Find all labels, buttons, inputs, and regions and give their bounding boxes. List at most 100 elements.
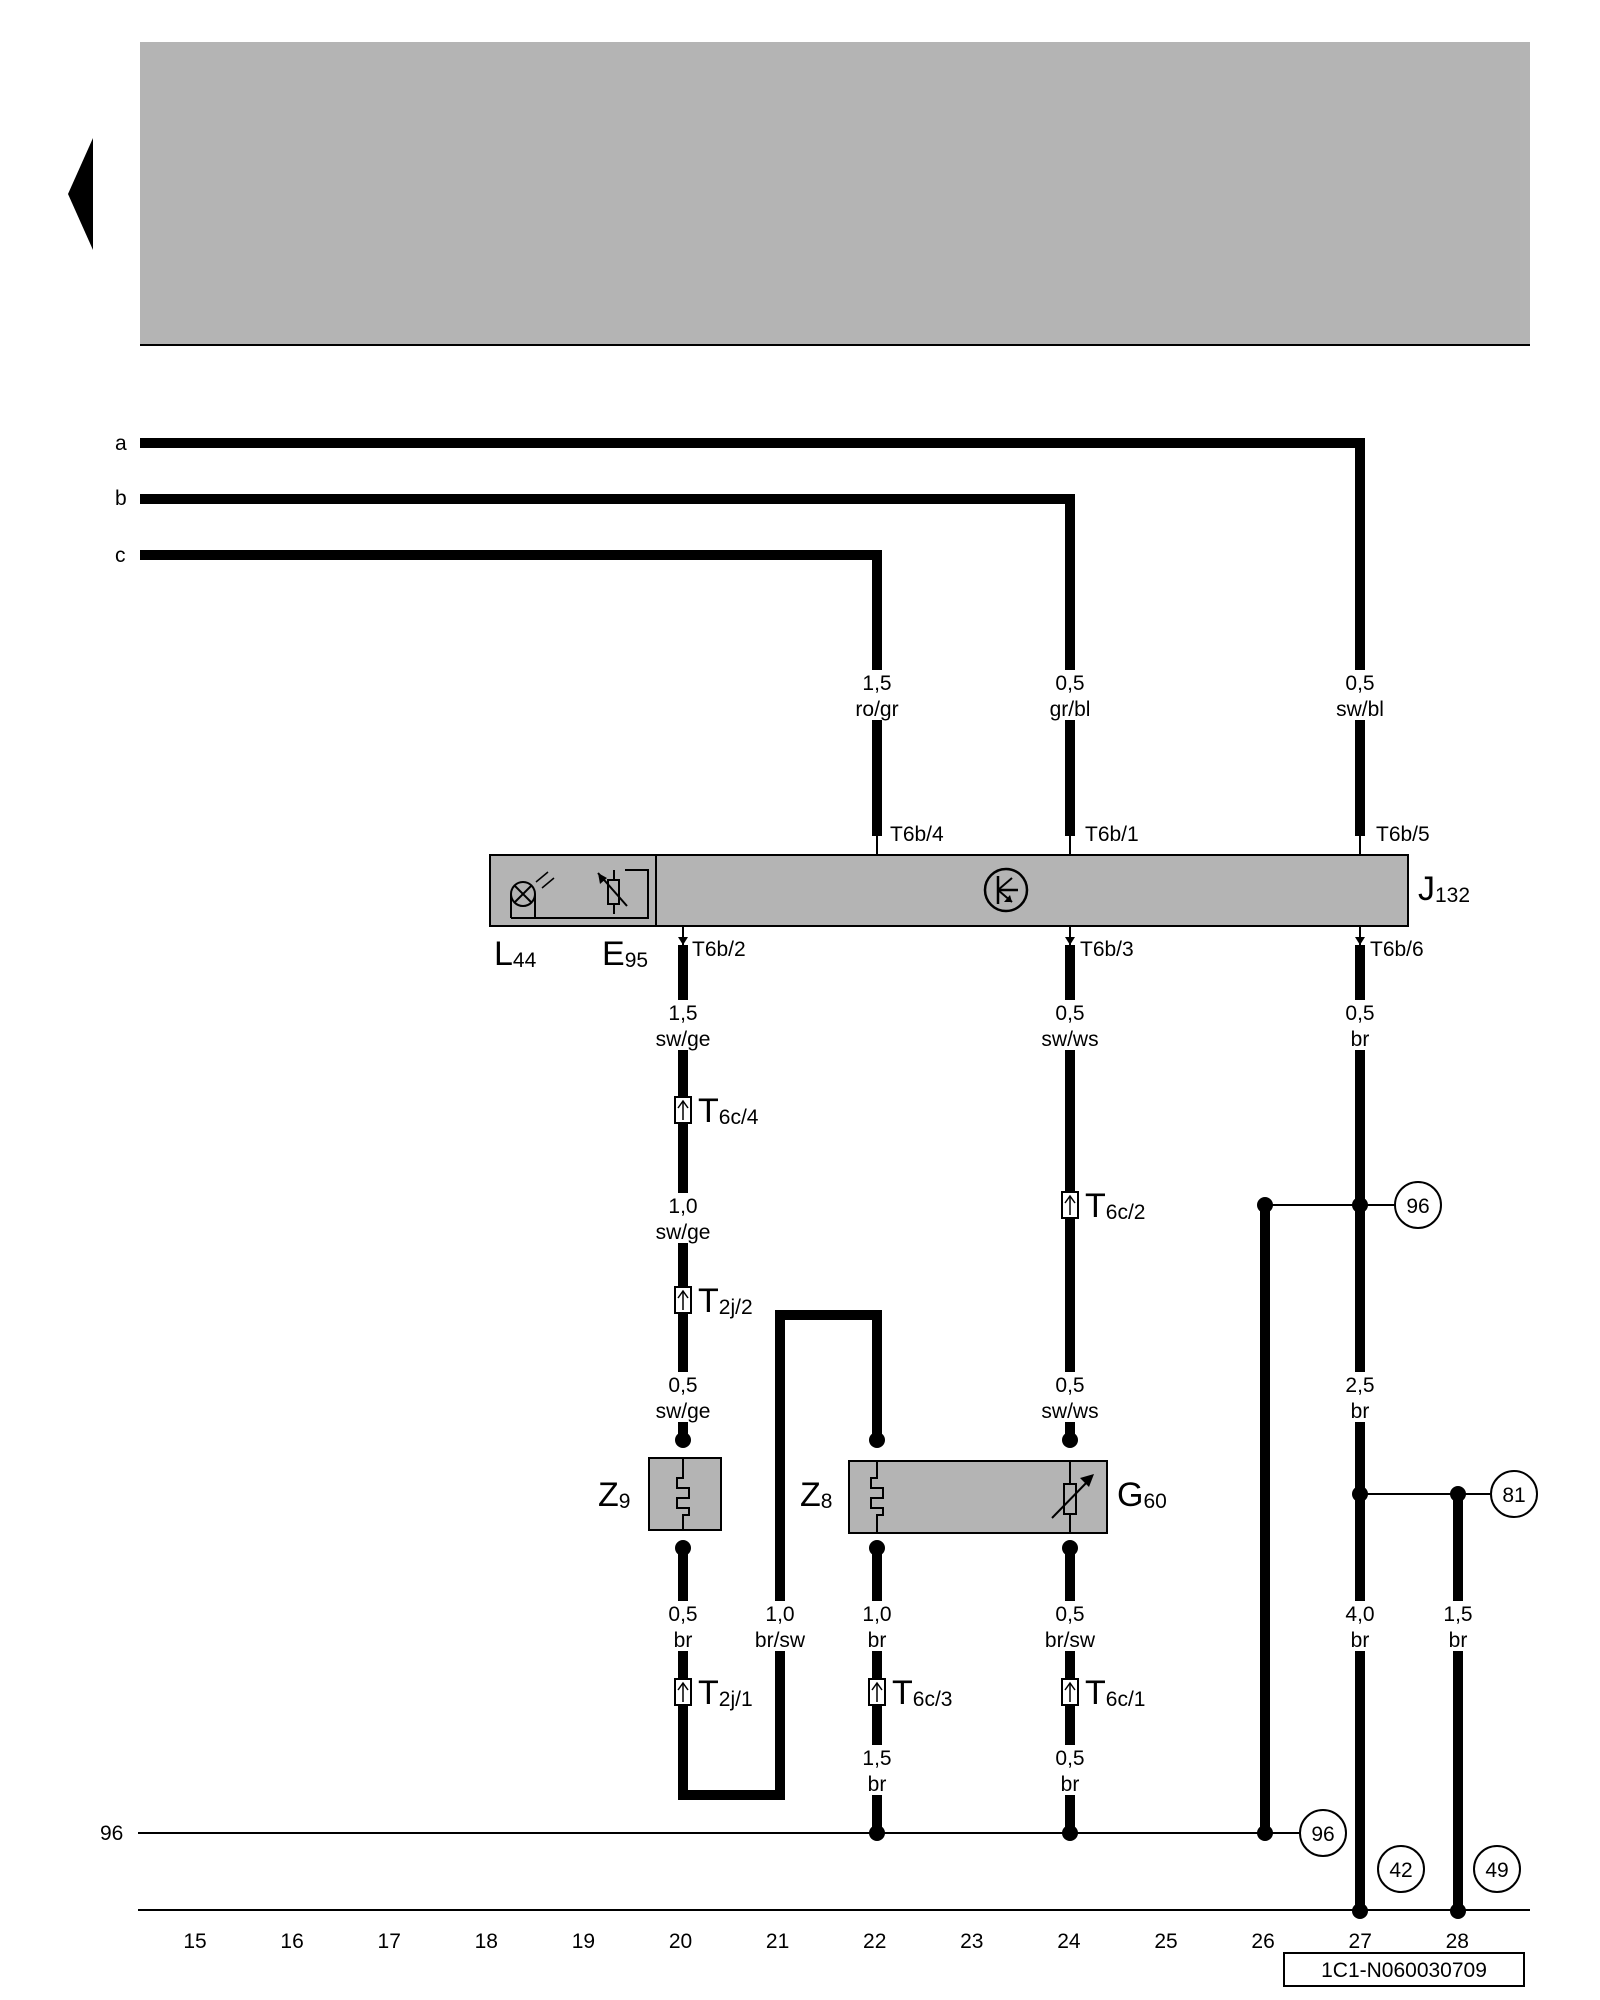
wire-color-label: ro/gr (855, 698, 898, 721)
wire-label-bg (843, 670, 911, 720)
wire-color-label: br (1351, 1028, 1370, 1051)
wire-label-bg (1036, 1000, 1104, 1050)
ref-label: 96 (1311, 1823, 1334, 1846)
column-number: 20 (669, 1930, 692, 1953)
pin-arrow (1065, 826, 1075, 834)
svg-text:T6c/2: T6c/2 (1085, 1187, 1145, 1225)
wire-size-label: 0,5 (1055, 1603, 1084, 1626)
wire-color-label: sw/ge (656, 1221, 711, 1244)
ref-label: 42 (1389, 1859, 1412, 1882)
wire-size-label: 4,0 (1345, 1603, 1374, 1626)
wire-color-label: sw/ws (1041, 1400, 1098, 1423)
junction-node (675, 1432, 691, 1448)
wire-size-label: 1,5 (668, 1002, 697, 1025)
wire-label-bg (1326, 670, 1394, 720)
wire-size-label: 0,5 (668, 1603, 697, 1626)
connector-t6c4: T6c/4 (674, 1092, 759, 1130)
bus-label-c: c (115, 544, 126, 567)
wire-label-bg (649, 1193, 717, 1243)
wire-label-bg (1036, 1372, 1104, 1422)
column-number: 26 (1251, 1930, 1274, 1953)
column-number: 16 (280, 1930, 303, 1953)
wire-label-bg (1036, 1601, 1104, 1651)
column-number: 22 (863, 1930, 886, 1953)
ref-circle-81[interactable] (1490, 1470, 1538, 1518)
column-number: 24 (1057, 1930, 1081, 1953)
back-arrow-icon[interactable] (68, 138, 93, 250)
wire-label-bg (649, 1000, 717, 1050)
bus-wire-c (140, 550, 882, 836)
column-number: 27 (1349, 1930, 1372, 1953)
junction-node (1062, 1825, 1078, 1841)
component-label-z8: Z8 (800, 1476, 832, 1514)
connector-t6c1: T6c/1 (1061, 1674, 1145, 1712)
wire-size-label: 1,5 (862, 1747, 891, 1770)
column-number: 18 (475, 1930, 498, 1953)
wire-size-label: 0,5 (1055, 1374, 1084, 1397)
component-label-l44: L44 (494, 935, 537, 973)
wire-label-bg (1036, 670, 1104, 720)
component-label-j132: J132 (1418, 870, 1470, 908)
transistor-icon (983, 867, 1029, 913)
column-number: 15 (183, 1930, 206, 1953)
wire-size-label: 2,5 (1345, 1374, 1374, 1397)
ref-label: 96 (1406, 1195, 1429, 1218)
column-number: 17 (378, 1930, 401, 1953)
wire-label-bg (746, 1601, 814, 1651)
component-label-e95: E95 (602, 935, 648, 973)
wire-size-label: 0,5 (1345, 1002, 1374, 1025)
wire-color-label: sw/ws (1041, 1028, 1098, 1051)
pin-label-t6b3: T6b/3 (1080, 938, 1134, 961)
pin-arrow (872, 826, 882, 834)
wire-color-label: sw/ge (656, 1028, 711, 1051)
wire-color-label: sw/bl (1336, 698, 1384, 721)
ref-circle-96-lower[interactable] (1299, 1809, 1347, 1857)
column-number: 23 (960, 1930, 983, 1953)
wire-color-label: br (1061, 1773, 1080, 1796)
pin-label-t6b1: T6b/1 (1085, 823, 1139, 846)
ref-label: 81 (1502, 1484, 1525, 1507)
wire-color-label: br/sw (755, 1629, 806, 1652)
wire-color-label: br (1351, 1629, 1370, 1652)
ref-label: 49 (1485, 1859, 1508, 1882)
wire-color-label: sw/ge (656, 1400, 711, 1423)
wire-col20-lower (678, 1310, 882, 1800)
thermistor-icon (1051, 1461, 1094, 1533)
pin-label-t6b4: T6b/4 (890, 823, 944, 846)
wire-color-label: br (1351, 1400, 1370, 1423)
junction-node (1450, 1903, 1466, 1919)
heater-z9 (648, 1457, 722, 1531)
heater-sensor-z8-g60 (848, 1460, 1108, 1534)
svg-text:T2j/2: T2j/2 (698, 1282, 753, 1320)
junction-node (1352, 1197, 1368, 1213)
ref-circle-42[interactable] (1377, 1845, 1425, 1893)
junction-node (1062, 1432, 1078, 1448)
component-label-z9: Z9 (598, 1476, 630, 1514)
wire-size-label: 1,5 (1443, 1603, 1472, 1626)
bus-wire-b (140, 494, 1075, 836)
wire-size-label: 0,5 (1055, 1002, 1084, 1025)
wire-label-bg (843, 1745, 911, 1795)
wire-color-label: br (868, 1629, 887, 1652)
ref-circle-96-upper[interactable] (1394, 1181, 1442, 1229)
junction-node (1257, 1825, 1273, 1841)
pin-label-t6b5: T6b/5 (1376, 823, 1430, 846)
pin-label-t6b6: T6b/6 (1370, 938, 1424, 961)
wire-size-label: 0,5 (1055, 672, 1084, 695)
wire-size-label: 1,0 (862, 1603, 891, 1626)
pin-arrow (1355, 826, 1365, 834)
svg-text:T6c/1: T6c/1 (1085, 1674, 1145, 1712)
ref-circle-49[interactable] (1473, 1845, 1521, 1893)
ground-line-label: 96 (100, 1822, 123, 1845)
junction-node (1352, 1486, 1368, 1502)
bus-label-a: a (115, 432, 127, 455)
component-label-g60: G60 (1117, 1476, 1167, 1514)
connector-t2j1: T2j/1 (674, 1674, 753, 1712)
bus-label-b: b (115, 487, 127, 510)
wire-label-bg (1326, 1000, 1394, 1050)
figure-id: 1C1-N060030709 (1321, 1959, 1487, 1982)
wire-size-label: 0,5 (1055, 1747, 1084, 1770)
svg-text:T6c/3: T6c/3 (892, 1674, 952, 1712)
wire-size-label: 1,0 (765, 1603, 794, 1626)
